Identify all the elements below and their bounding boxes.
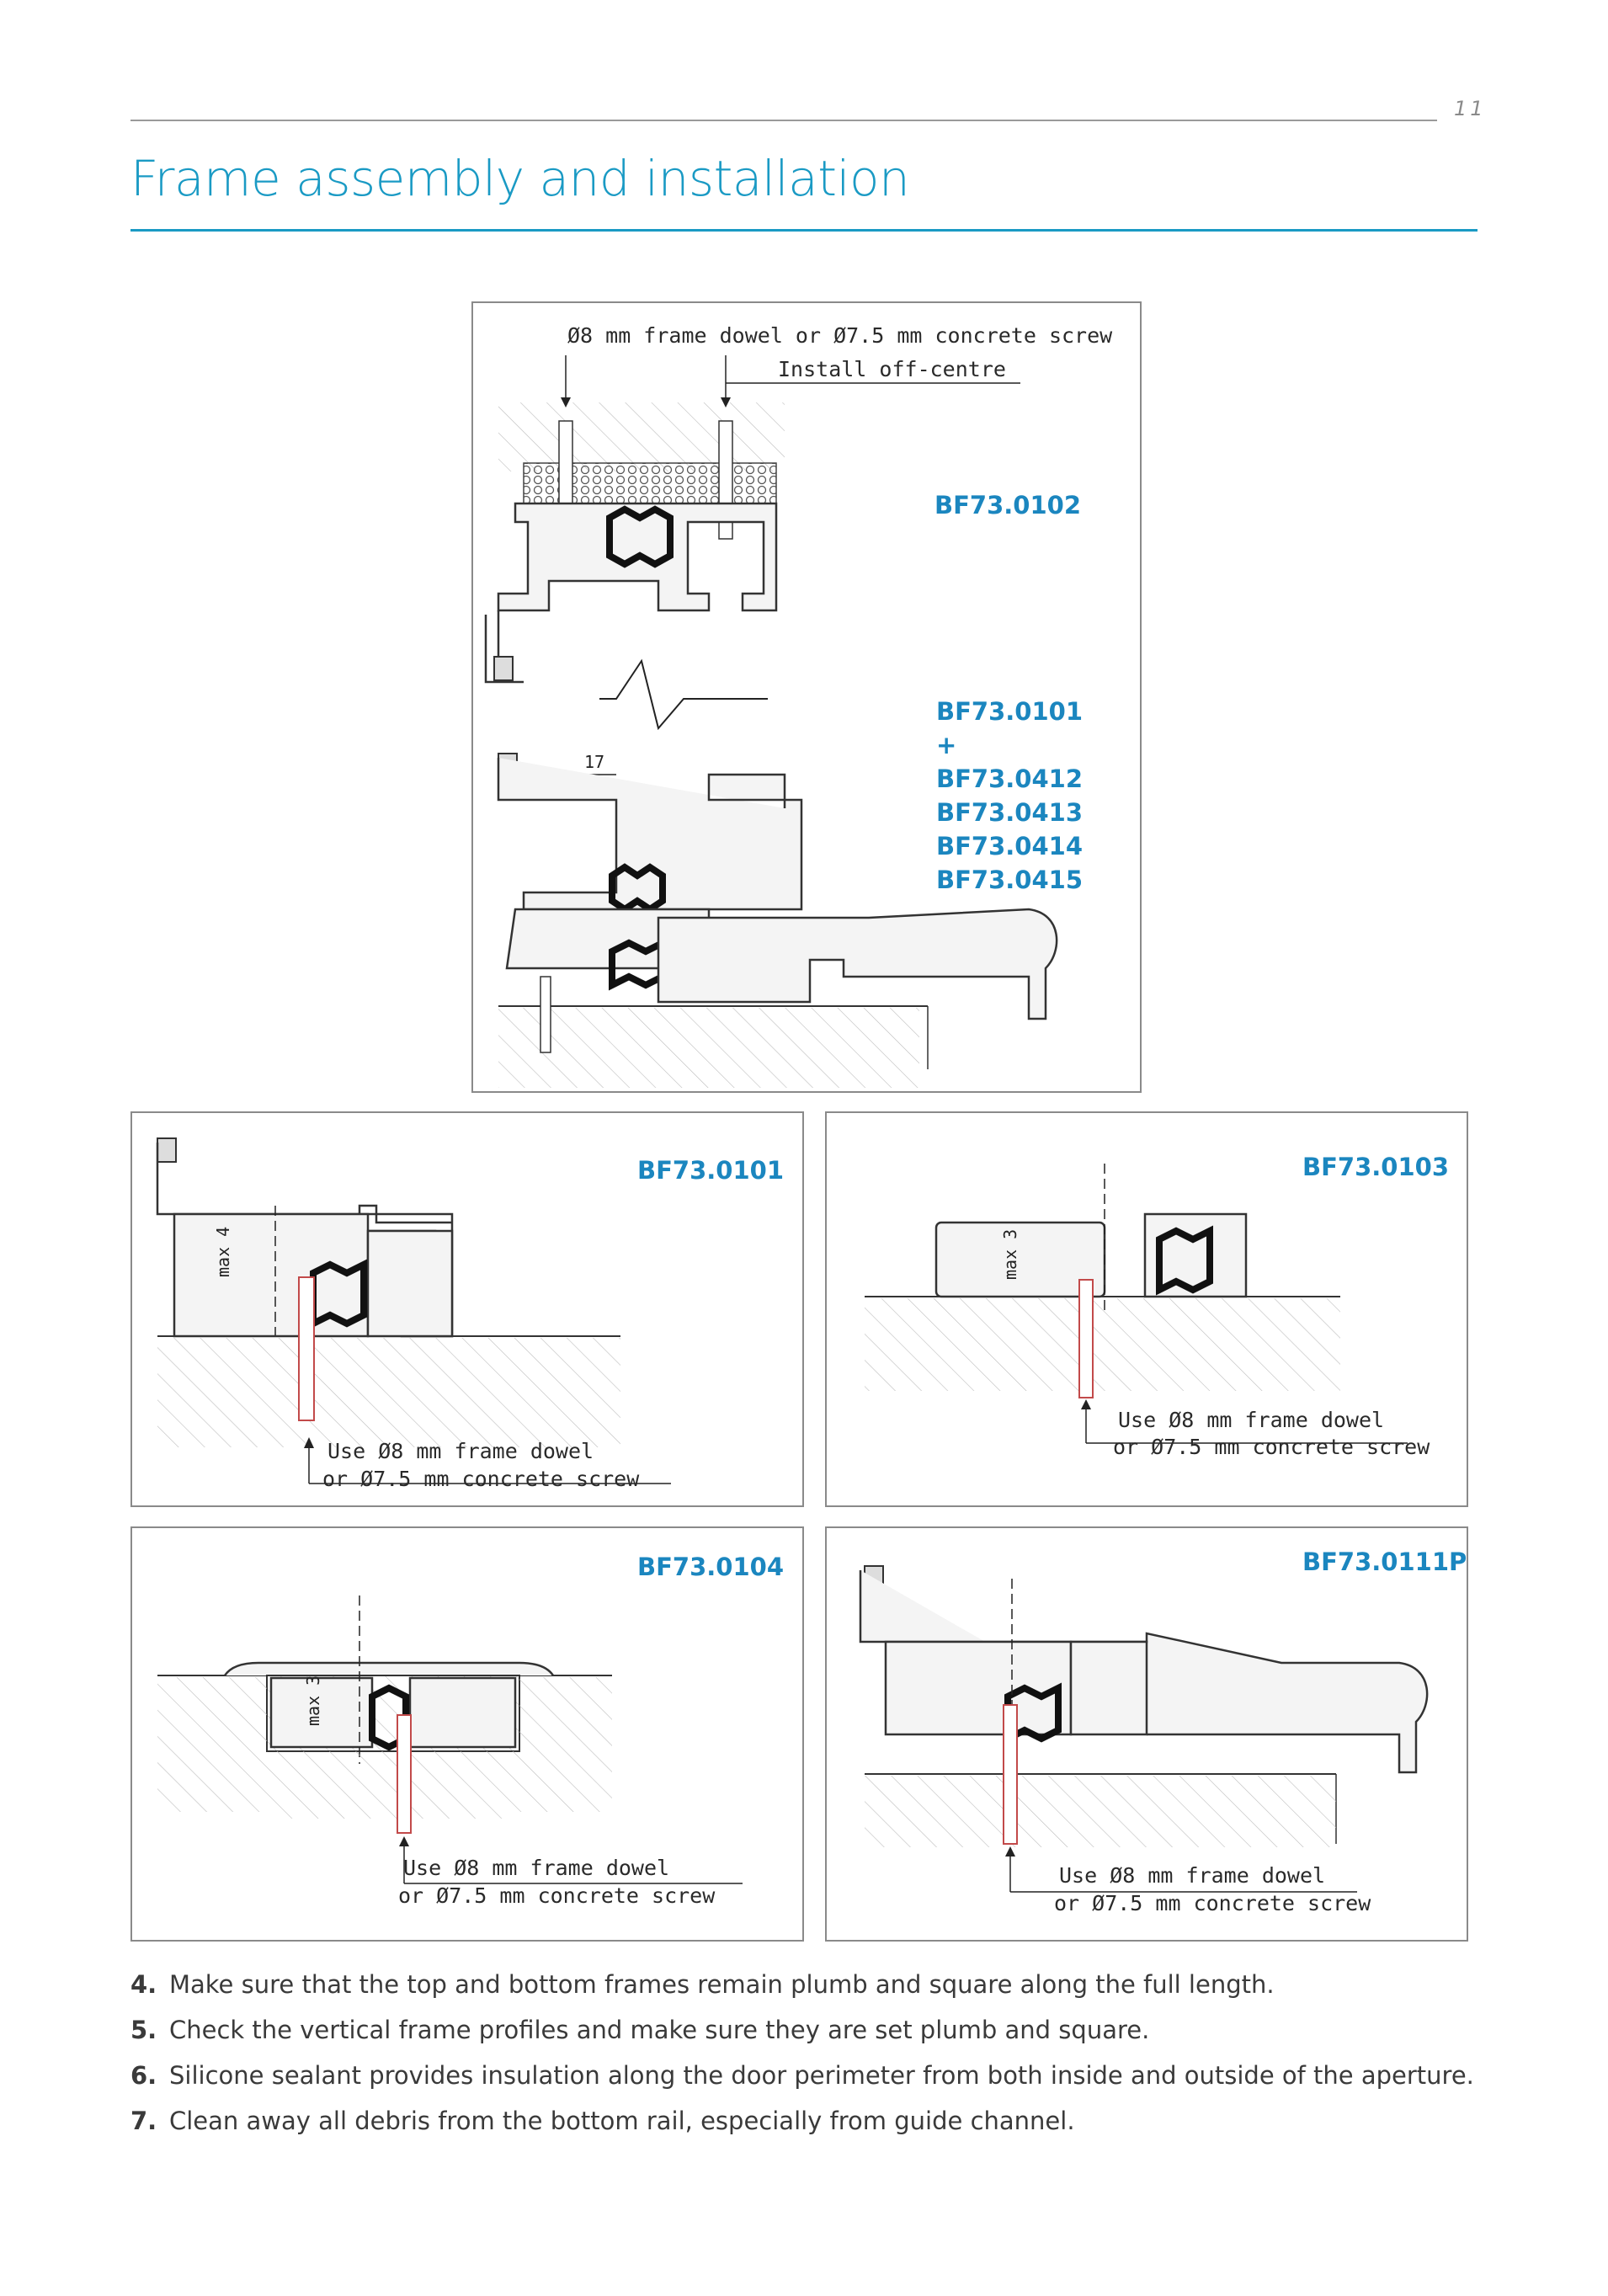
detail-panel-bf73-0103: max 3 BF73.0103 Use Ø8 mm frame dowel or…	[825, 1111, 1468, 1507]
arrow-head	[304, 1437, 314, 1448]
sill-extension	[657, 908, 1058, 1020]
detail-panel-bf73-0111p: BF73.0111P Use Ø8 mm frame dowel or Ø7.5…	[825, 1526, 1468, 1942]
step-text: Clean away all debris from the bottom ra…	[169, 2107, 1075, 2135]
detail-note-line1: Use Ø8 mm frame dowel	[403, 1856, 670, 1880]
code-item: BF73.0412	[936, 764, 1083, 793]
step-number: 7.	[130, 2107, 157, 2135]
page-title: Frame assembly and installation	[130, 150, 910, 207]
detail-note-line1: Use Ø8 mm frame dowel	[327, 1439, 594, 1463]
detail-code: BF73.0104	[637, 1553, 784, 1581]
page-number: 11	[1454, 97, 1487, 120]
step-number: 4.	[130, 1970, 157, 1999]
step-number: 5.	[130, 2016, 157, 2044]
detail-panel-bf73-0101: max 4 BF73.0101 Use Ø8 mm frame dowel or…	[130, 1111, 804, 1507]
thermal-break	[310, 1259, 367, 1329]
code-item: BF73.0413	[936, 798, 1083, 827]
arrow-head	[721, 397, 731, 408]
threshold-cap	[223, 1661, 555, 1676]
top-note-line1: Ø8 mm frame dowel or Ø7.5 mm concrete sc…	[567, 323, 1113, 348]
list-item: 4. Make sure that the top and bottom fram…	[130, 1962, 1494, 2007]
instruction-list: 4. Make sure that the top and bottom fram…	[130, 1962, 1494, 2144]
dowel	[1003, 1704, 1018, 1845]
floor-hatch	[157, 1338, 620, 1447]
arrow-head	[1081, 1399, 1091, 1409]
dowel	[540, 976, 551, 1053]
top-frame-flange	[484, 610, 524, 684]
dimension-17: 17	[584, 752, 604, 772]
floor-hatch	[519, 1677, 612, 1812]
step-number: 6.	[130, 2061, 157, 2090]
list-item: 6. Silicone sealant provides insulation a…	[130, 2053, 1494, 2098]
max-label: max 4	[213, 1227, 233, 1277]
header-rule	[130, 120, 1437, 121]
floor-hatch	[498, 1008, 919, 1088]
thermal-break	[606, 505, 674, 568]
detail-drawing: max 3	[157, 1595, 743, 1884]
detail-panel-bf73-0104: max 3 BF73.0104 Use Ø8 mm frame dowel or…	[130, 1526, 804, 1942]
code-item: +	[936, 731, 957, 759]
detail-note-line2: or Ø7.5 mm concrete screw	[1054, 1891, 1371, 1915]
frame-profile	[366, 1229, 454, 1338]
max-label: max 3	[303, 1675, 323, 1726]
break-symbol	[599, 658, 768, 731]
detail-drawing: max 4	[156, 1137, 671, 1484]
detail-note-line2: or Ø7.5 mm concrete screw	[322, 1467, 640, 1491]
code-bf73-0102: BF73.0102	[934, 491, 1081, 519]
frame-profile	[408, 1676, 517, 1749]
wall-hatch	[498, 402, 785, 471]
arrow-head	[561, 397, 571, 408]
max-label: max 3	[1000, 1229, 1020, 1280]
frame-profile	[884, 1640, 1073, 1736]
step-text: Silicone sealant provides insulation alo…	[169, 2061, 1474, 2090]
detail-note-line2: or Ø7.5 mm concrete screw	[1113, 1435, 1430, 1459]
code-item: BF73.0415	[936, 866, 1083, 894]
top-drawing-panel: 17 Ø8 mm frame dowel or Ø7.5 mm concrete…	[471, 301, 1142, 1093]
detail-note-line2: or Ø7.5 mm concrete screw	[398, 1883, 716, 1908]
title-underline	[130, 229, 1478, 232]
dowel	[1078, 1279, 1094, 1398]
bottom-frame-profile	[497, 758, 803, 911]
floor-hatch	[267, 1751, 519, 1819]
detail-note-line1: Use Ø8 mm frame dowel	[1118, 1408, 1385, 1432]
detail-code: BF73.0111P	[1302, 1548, 1467, 1576]
code-list: BF73.0101 + BF73.0412 BF73.0413 BF73.041…	[936, 695, 1083, 897]
detail-drawing	[859, 1565, 1429, 1893]
floor-hatch	[865, 1776, 1336, 1847]
detail-code: BF73.0101	[637, 1156, 784, 1185]
thermal-break	[1156, 1225, 1213, 1296]
brush-seal	[157, 1137, 177, 1163]
dowel	[298, 1276, 315, 1421]
frame-profile	[269, 1676, 374, 1749]
floor-hatch	[865, 1298, 1340, 1391]
brush-seal	[493, 656, 514, 681]
detail-note-line1: Use Ø8 mm frame dowel	[1059, 1863, 1326, 1888]
detail-drawing: max 3	[865, 1164, 1408, 1444]
floor-hatch	[157, 1677, 267, 1812]
code-item: BF73.0101	[936, 697, 1083, 726]
step-text: Check the vertical frame profiles and ma…	[169, 2016, 1150, 2044]
thermal-break	[609, 863, 666, 914]
step-text: Make sure that the top and bottom frames…	[169, 1970, 1275, 1999]
top-note-line2: Install off-centre	[778, 357, 1006, 381]
detail-code: BF73.0103	[1302, 1153, 1449, 1181]
code-item: BF73.0414	[936, 832, 1083, 860]
dowel	[397, 1714, 412, 1834]
top-drawing: 17	[484, 355, 1058, 1088]
list-item: 5. Check the vertical frame profiles and …	[130, 2007, 1494, 2053]
arrow-head	[399, 1836, 409, 1846]
list-item: 7. Clean away all debris from the bottom …	[130, 2098, 1494, 2144]
arrow-head	[1005, 1846, 1015, 1857]
frame-profile	[1069, 1640, 1148, 1736]
